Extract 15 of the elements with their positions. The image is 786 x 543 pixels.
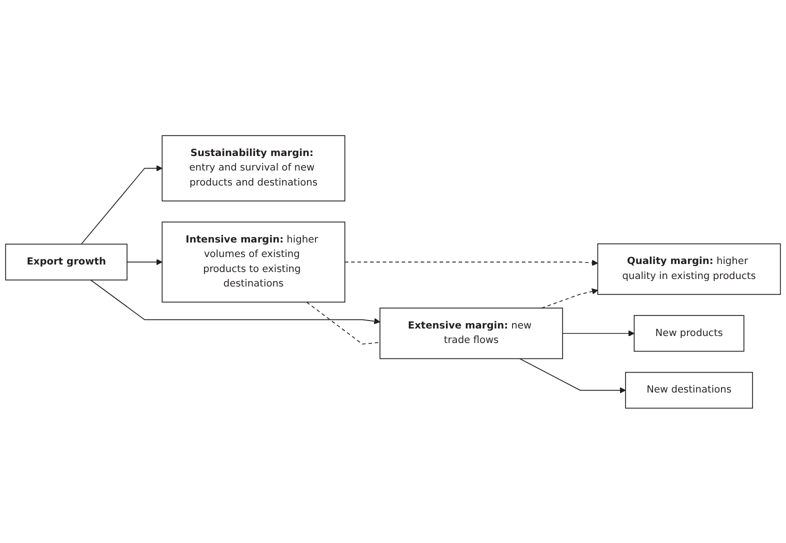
node-box: New destinations xyxy=(625,372,753,408)
arrow xyxy=(80,164,162,244)
node-box: Quality margin: higher quality in existing products xyxy=(597,242,781,294)
arrow xyxy=(126,258,162,265)
connector xyxy=(306,301,380,344)
arrow xyxy=(344,259,598,266)
node-box: New products xyxy=(634,314,744,352)
arrow xyxy=(90,279,380,324)
node-box: Intensive margin: higher volumes of existing products to existing destinations xyxy=(162,221,346,302)
arrow xyxy=(519,358,626,393)
arrow xyxy=(562,330,634,336)
node-box: Extensive margin: new trade flows xyxy=(380,307,564,359)
node-box: Sustainability margin: entry and survival of new products and destinations xyxy=(162,134,346,201)
arrow xyxy=(541,288,598,308)
node-box: Export growth xyxy=(5,243,128,280)
